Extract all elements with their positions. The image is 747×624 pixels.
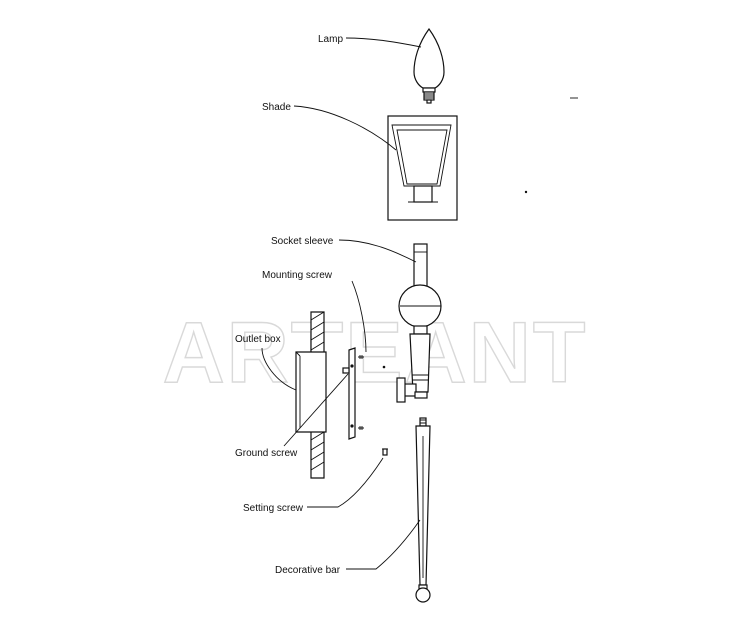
setting-hole xyxy=(382,365,386,369)
socket-sleeve-assembly xyxy=(396,243,442,403)
leader-setting-screw xyxy=(307,457,384,508)
outlet-box xyxy=(295,351,327,433)
leader-outlet-box xyxy=(261,347,297,391)
mounting-screw-icon xyxy=(358,355,364,430)
label-decorative-bar: Decorative bar xyxy=(275,565,341,576)
mounting-plate xyxy=(342,347,356,440)
label-ground-screw: Ground screw xyxy=(235,448,298,459)
label-lamp: Lamp xyxy=(318,34,343,45)
leader-shade xyxy=(293,105,397,151)
leader-decorative-bar xyxy=(346,519,421,570)
label-mounting-screw: Mounting screw xyxy=(262,270,333,281)
leader-mounting-screw xyxy=(351,280,367,353)
label-setting-screw: Setting screw xyxy=(243,503,304,514)
lamp-bulb xyxy=(413,27,445,104)
leader-ground-screw xyxy=(283,373,349,447)
decorative-bar xyxy=(415,417,431,603)
leader-socket-sleeve xyxy=(338,239,417,263)
leader-lamp xyxy=(345,37,422,48)
stray-dot xyxy=(524,190,528,194)
watermark: ARTEANT xyxy=(163,305,588,401)
label-outlet-box: Outlet box xyxy=(235,334,281,345)
shade xyxy=(387,115,458,221)
label-socket-sleeve: Socket sleeve xyxy=(271,236,334,247)
label-shade: Shade xyxy=(262,102,291,113)
setting-screw-icon xyxy=(382,448,388,456)
